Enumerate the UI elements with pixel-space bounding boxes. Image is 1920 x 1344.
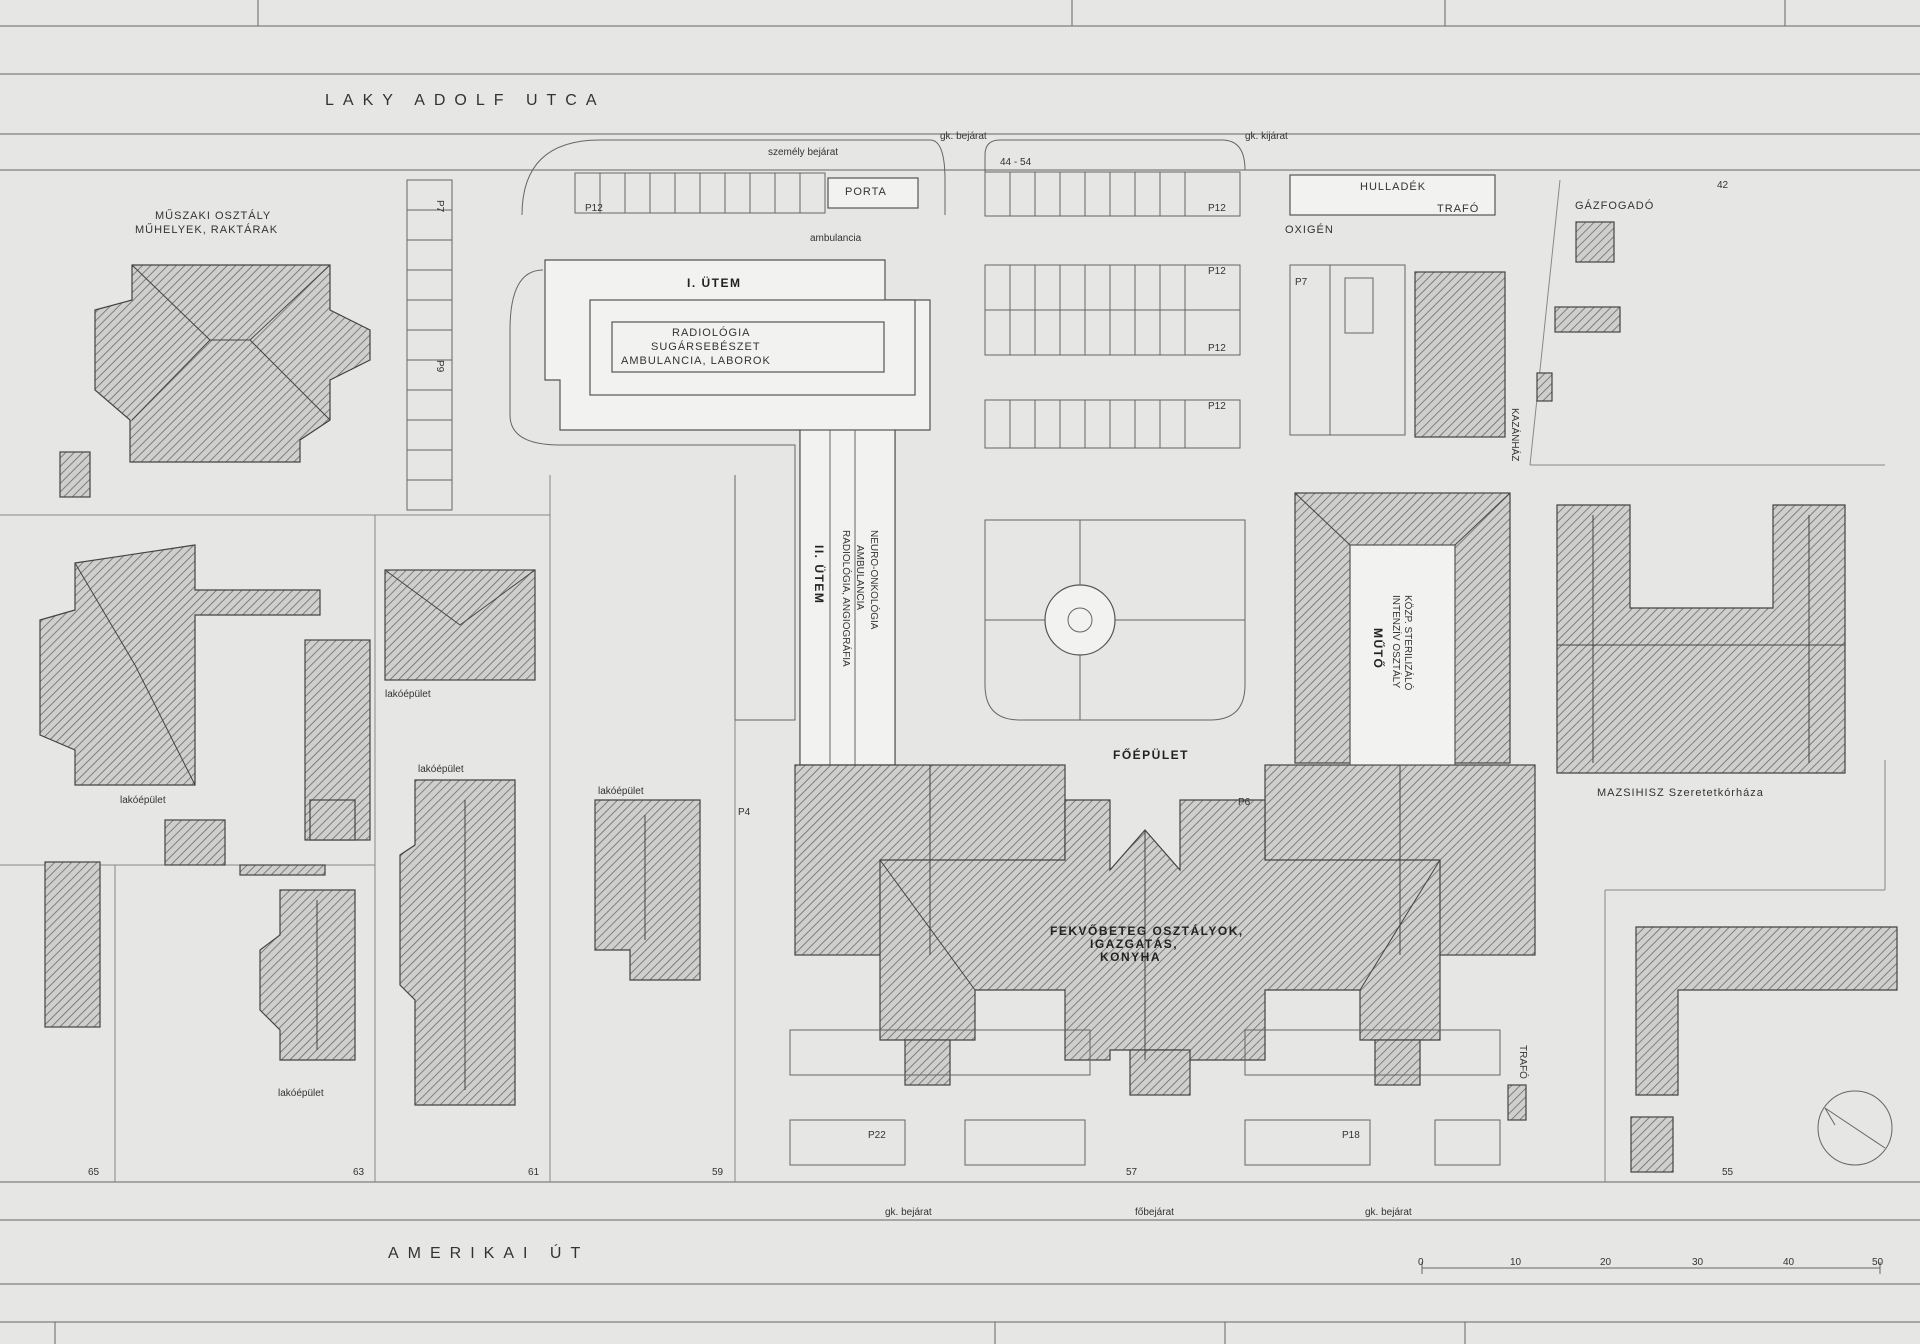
scale-tick-30: 30 [1692, 1257, 1704, 1268]
parking-label-p7b: P7 [1295, 277, 1308, 288]
parking-label-p18: P18 [1342, 1130, 1360, 1141]
entrance-personal-label: személy bejárat [768, 147, 838, 158]
entrance-main-label: főbejárat [1135, 1207, 1174, 1218]
parking-label-p12b: P12 [1208, 203, 1226, 214]
porta-label: PORTA [845, 186, 887, 198]
utem2-sub-label-1: RADIOLÓGIA, ANGIOGRÁFIA [840, 530, 853, 667]
entrance-ambulance-label: ambulancia [810, 233, 862, 244]
intenziv-label-2: KÖZP. STERILIZÁLÓ [1402, 595, 1415, 691]
trafo-label: TRAFÓ [1437, 202, 1479, 215]
trafo-south-label: TRAFÓ [1517, 1045, 1530, 1079]
southeast-buildings [1630, 926, 1898, 1173]
south-street: AMERIKAI ÚT [0, 1181, 1920, 1285]
radio-label-2: SUGÁRSEBÉSZET [651, 340, 761, 353]
lot-number-55: 55 [1722, 1167, 1734, 1178]
muszaki-label-2: MŰHELYEK, RAKTÁRAK [135, 222, 278, 236]
scale-tick-0: 0 [1418, 1257, 1424, 1268]
main-building: FŐÉPÜLET FEKVŐBETEG OSZTÁLYOK, IGAZGATÁS… [794, 747, 1536, 1096]
scale-tick-10: 10 [1510, 1257, 1522, 1268]
muto-label: MŰTŐ [1371, 628, 1386, 669]
muszaki-building: MŰSZAKI OSZTÁLY MŰHELYEK, RAKTÁRAK [59, 208, 371, 498]
parking-label-p7: P7 [434, 200, 445, 213]
west-parking: P7 P9 [406, 179, 453, 511]
kazanhaz-label: KAZÁNHÁZ [1509, 408, 1522, 461]
parking-label-p6: P6 [1238, 797, 1251, 808]
utem1-label: I. ÜTEM [687, 275, 742, 290]
lot-number-42: 42 [1717, 180, 1729, 191]
entrance-south-label-1: gk. bejárat [885, 1207, 932, 1218]
parking-label-lot: 44 - 54 [1000, 157, 1032, 168]
entrance-south-label-2: gk. bejárat [1365, 1207, 1412, 1218]
central-parking: 44 - 54 P12 P12 P12 P12 [984, 139, 1246, 449]
north-arrow [1817, 1090, 1893, 1166]
utem2-sub-label-3: NEURO-ONKOLÓGIA [868, 530, 881, 630]
intenziv-label-1: INTENZÍV OSZTÁLY [1390, 595, 1403, 688]
fekvo-label-2: IGAZGATÁS, [1090, 936, 1178, 951]
south-street-label: AMERIKAI ÚT [388, 1243, 589, 1262]
north-parking: P12 PORTA személy bejárat gk. bejárat gk… [521, 131, 1288, 244]
garden [984, 519, 1246, 721]
residential-label-3: lakóépület [278, 1088, 324, 1099]
top-frame [0, 0, 1920, 27]
parking-label-p12e: P12 [1208, 401, 1226, 412]
parking-stall-lines [1009, 172, 1186, 448]
gazfogado-label: GÁZFOGADÓ [1575, 199, 1654, 212]
bottom-frame [0, 1321, 1920, 1344]
parking-label-p22: P22 [868, 1130, 886, 1141]
lot-number-63: 63 [353, 1167, 365, 1178]
parking-label-p4: P4 [738, 807, 751, 818]
south-parking: TRAFÓ P22 P18 P4 P6 gk. bejárat főbejára… [738, 797, 1530, 1218]
parking-label-p9: P9 [434, 360, 445, 373]
scale-tick-50: 50 [1872, 1257, 1884, 1268]
scale-tick-40: 40 [1783, 1257, 1795, 1268]
lot-number-61: 61 [528, 1167, 540, 1178]
lot-number-59: 59 [712, 1167, 724, 1178]
residential-label-4: lakóépület [418, 764, 464, 775]
parking-label-p12d: P12 [1208, 343, 1226, 354]
radio-label-3: AMBULANCIA, LABOROK [621, 355, 771, 367]
hulladek-label: HULLADÉK [1360, 180, 1426, 193]
mazsihisz-label: MAZSIHISZ Szeretetkórháza [1597, 787, 1764, 799]
muszaki-label-1: MŰSZAKI OSZTÁLY [155, 208, 271, 222]
parking-label-p12c: P12 [1208, 266, 1226, 277]
residential-label-5: lakóépület [598, 786, 644, 797]
utem2-label: II. ÜTEM [812, 545, 827, 604]
oxigen-label: OXIGÉN [1285, 223, 1334, 236]
entrance-vehicle-label-1: gk. bejárat [940, 131, 987, 142]
entrance-vehicle-label-2: gk. kijárat [1245, 131, 1288, 142]
scale-bar: 0 10 20 30 40 50 [1418, 1257, 1884, 1274]
surgery-building: MŰTŐ INTENZÍV OSZTÁLY KÖZP. STERILIZÁLÓ [1294, 492, 1511, 766]
utem2-sub-label-2: AMBULANCIA [854, 545, 865, 610]
residential-label-2: lakóépület [385, 689, 431, 700]
radio-label-1: RADIOLÓGIA [672, 326, 750, 339]
north-street-label: LAKY ADOLF UTCA [325, 92, 606, 109]
north-street: LAKY ADOLF UTCA [0, 73, 1920, 171]
lot-number-57: 57 [1126, 1167, 1138, 1178]
fountain [1044, 584, 1116, 656]
parking-label-p12a: P12 [585, 203, 603, 214]
residential-west: lakóépület lakóépület lakóépület lakóépü… [39, 544, 701, 1106]
utem2-building: II. ÜTEM RADIOLÓGIA, ANGIOGRÁFIA AMBULAN… [799, 429, 896, 766]
lot-number-65: 65 [88, 1167, 100, 1178]
fekvo-label-3: KONYHA [1100, 950, 1161, 964]
mazsihisz-building: MAZSIHISZ Szeretetkórháza [1556, 504, 1846, 799]
lot-numbers: 65 63 61 59 57 55 42 [88, 180, 1734, 1178]
utility-area: HULLADÉK TRAFÓ OXIGÉN P7 KAZÁNHÁZ GÁZFOG… [1285, 174, 1654, 461]
scale-tick-20: 20 [1600, 1257, 1612, 1268]
foepulet-label: FŐÉPÜLET [1113, 747, 1189, 762]
residential-label-1: lakóépület [120, 795, 166, 806]
fekvo-label-1: FEKVŐBETEG OSZTÁLYOK, [1050, 923, 1244, 938]
